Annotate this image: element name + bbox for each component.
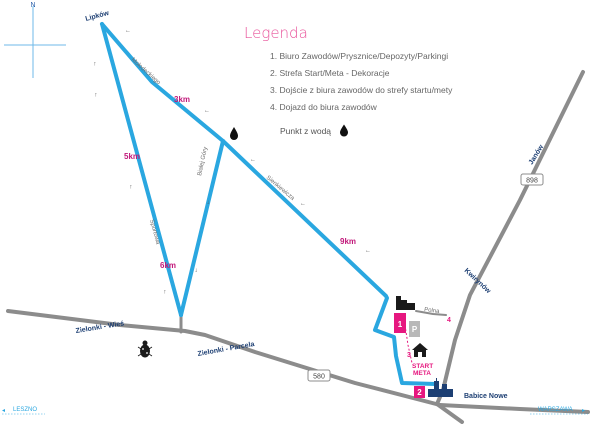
svg-text:◂: ◂	[2, 408, 5, 414]
direction-arrows: ← ← ← ← ← ← ← ← ← ← ←	[92, 28, 371, 295]
start-meta-line2: META	[413, 370, 431, 377]
point-1-label: 1	[398, 320, 403, 329]
race-route	[100, 22, 438, 386]
church-icon	[428, 378, 453, 397]
place-lipkow: Lipków	[85, 10, 111, 23]
svg-text:WARSZAWA: WARSZAWA	[538, 407, 573, 413]
svg-text:←: ←	[125, 28, 131, 34]
legend: Legenda 1. Biuro Zawodów/Prysznice/Depoz…	[244, 24, 494, 137]
point-1-marker	[394, 313, 406, 333]
km-marker-5: 5km	[124, 152, 140, 161]
start-meta-line1: START	[412, 363, 433, 370]
road-badge-898: 898	[520, 173, 544, 186]
place-babice-nowe: Babice Nowe	[464, 393, 508, 400]
point-3-label: 3	[407, 352, 411, 359]
route-bialej-gory	[179, 139, 225, 317]
svg-text:580: 580	[313, 374, 325, 381]
road-label-bialej-gory: Białej Góry	[197, 146, 209, 176]
point-2-label: 2	[417, 388, 422, 397]
road-babice-south	[435, 402, 464, 424]
svg-text:←: ←	[365, 248, 371, 254]
water-drop-icon	[340, 124, 349, 137]
edge-left: ◂ LESZNO	[2, 407, 45, 415]
road-580-east	[438, 403, 590, 414]
road-polna	[415, 310, 447, 316]
building-icon	[396, 296, 415, 310]
svg-text:←: ←	[92, 61, 98, 67]
beetle-icon	[137, 340, 153, 358]
legend-item: 3. Dojście z biura zawodów do strefy sta…	[270, 85, 453, 95]
legend-item: 1. Biuro Zawodów/Prysznice/Depozyty/Park…	[270, 51, 449, 61]
svg-text:←: ←	[250, 157, 256, 163]
route-walk-path	[404, 324, 413, 364]
svg-text:LESZNO: LESZNO	[13, 407, 37, 413]
legend-water-label: Punkt z wodą	[280, 125, 332, 136]
home-icon	[412, 343, 428, 357]
svg-text:▸: ▸	[582, 408, 585, 414]
place-kwirynow: Kwirynów	[463, 267, 492, 295]
road-label-polna: Polna	[424, 307, 441, 315]
km-marker-3: 3km	[174, 95, 190, 104]
legend-item: 4. Dojazd do biura zawodów	[270, 102, 377, 112]
road-badge-580: 580	[307, 369, 331, 382]
route-main-loop	[100, 22, 438, 386]
svg-text:←: ←	[204, 108, 210, 114]
svg-text:←: ←	[205, 199, 211, 205]
svg-text:←: ←	[93, 92, 99, 98]
road-zielonki	[6, 309, 442, 407]
road-label-molodeckiego: Mołodeckiego	[130, 57, 162, 87]
compass-rose: N	[4, 2, 66, 78]
parking-icon	[409, 321, 420, 337]
road-label-sienkiewicza: Sienkiewicza	[265, 175, 296, 202]
svg-text:←: ←	[128, 184, 134, 190]
legend-title: Legenda	[244, 24, 308, 42]
compass-north-label: N	[30, 2, 35, 9]
point-2-marker	[414, 386, 425, 398]
water-drop-icon	[230, 127, 238, 140]
legend-item: 2. Strefa Start/Meta - Dekoracje	[270, 68, 390, 78]
legend-water-item: Punkt z wodą	[280, 124, 494, 137]
svg-text:←: ←	[193, 267, 199, 273]
svg-text:←: ←	[300, 201, 306, 207]
point-4-label: 4	[447, 317, 451, 324]
route-sportowa	[100, 22, 183, 317]
svg-text:898: 898	[526, 178, 538, 185]
svg-text:←: ←	[162, 289, 168, 295]
parking-label: P	[412, 325, 418, 334]
edge-right: ▸ WARSZAWA	[530, 407, 588, 415]
km-marker-9: 9km	[340, 237, 356, 246]
km-marker-6: 6km	[160, 261, 176, 270]
